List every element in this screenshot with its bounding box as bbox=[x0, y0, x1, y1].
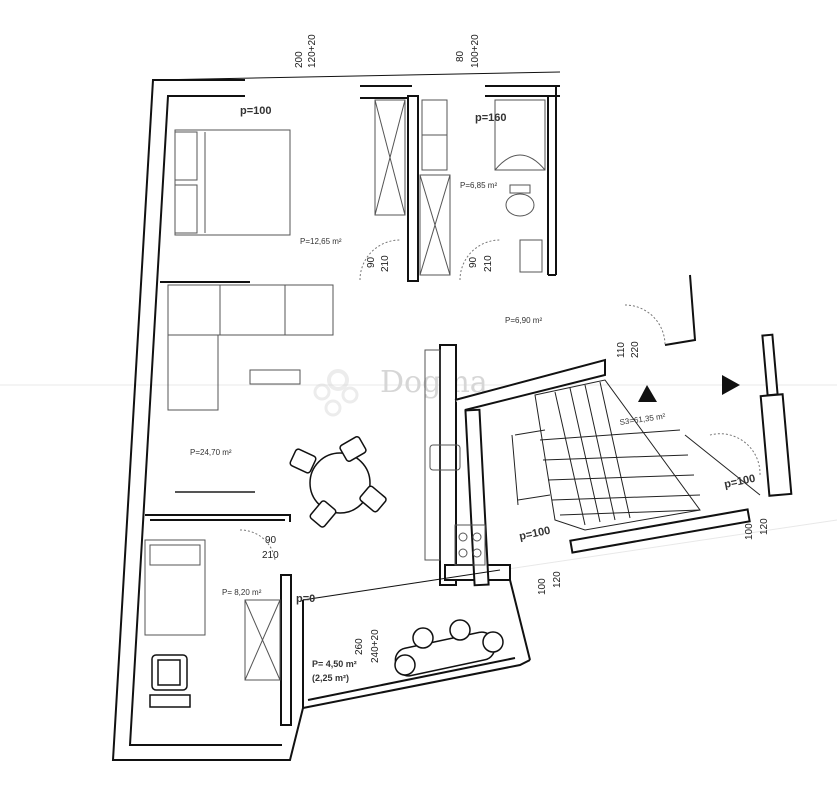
dim-stair-a: 100 bbox=[537, 578, 548, 595]
washer-icon bbox=[519, 239, 543, 273]
shower-icon bbox=[494, 99, 546, 171]
wardrobe-small-icon bbox=[244, 599, 281, 681]
single-bed-icon bbox=[144, 539, 281, 681]
bedroom-area-label: P=12,65 m² bbox=[300, 237, 342, 246]
double-bed-icon bbox=[174, 129, 291, 236]
dim-top-right-b: 100+20 bbox=[470, 34, 481, 68]
dim-door4-w: 90 bbox=[265, 535, 277, 546]
dining-table-icon bbox=[289, 436, 387, 528]
dim-door3-w: 110 bbox=[616, 342, 627, 358]
balcony-table-icon bbox=[394, 619, 504, 677]
dim-door4-h: 210 bbox=[262, 550, 279, 561]
dim-door2-h: 210 bbox=[483, 255, 494, 272]
balcony-half-area-label: (2,25 m²) bbox=[312, 673, 349, 683]
dim-top-right-a: 80 bbox=[455, 50, 466, 62]
bathroom-fixtures bbox=[419, 99, 546, 276]
watermark-text: Dogma bbox=[380, 365, 488, 400]
dim-top-left-b: 120+20 bbox=[307, 34, 318, 68]
dim-door2-w: 90 bbox=[468, 256, 479, 268]
dim-right-b: 120 bbox=[759, 518, 770, 535]
dim-door3-h: 220 bbox=[630, 341, 641, 358]
watermark-logo-icon bbox=[313, 369, 359, 417]
bedroom-door-label: p=100 bbox=[240, 105, 272, 117]
wardrobe-icon bbox=[374, 99, 406, 216]
hall-area-label: P=6,90 m² bbox=[505, 316, 542, 325]
stair-arrow-icon bbox=[722, 375, 740, 395]
dim-balcony-b: 240+20 bbox=[370, 629, 381, 663]
kitchen-counter-icon bbox=[424, 349, 486, 566]
small-bedroom-door-label: p=0 bbox=[296, 593, 315, 605]
sofa-icon bbox=[167, 284, 334, 411]
balcony-area-label: P= 4,50 m² bbox=[312, 659, 357, 669]
dim-door1-w: 90 bbox=[366, 256, 377, 268]
bathroom-area-label: P=6,85 m² bbox=[460, 181, 497, 190]
bathroom-door-label: p=160 bbox=[475, 112, 507, 124]
outer-walls bbox=[111, 71, 561, 761]
balcony-walls bbox=[302, 569, 531, 708]
stair-left-door-label: p=100 bbox=[518, 525, 551, 543]
dim-right-a: 100 bbox=[744, 523, 755, 540]
desk-chair-icon bbox=[149, 654, 191, 708]
stair-flight bbox=[511, 379, 761, 531]
dim-stair-b: 120 bbox=[552, 571, 563, 588]
toilet-icon bbox=[505, 193, 535, 217]
sink-icon bbox=[429, 444, 461, 471]
living-area-label: P=24,70 m² bbox=[190, 448, 232, 457]
dim-balcony-a: 260 bbox=[354, 638, 365, 655]
dim-top-left-a: 200 bbox=[294, 51, 305, 68]
door-swings bbox=[239, 239, 761, 561]
small-bedroom-area-label: P= 8,20 m² bbox=[222, 588, 262, 597]
interior-walls bbox=[145, 95, 793, 726]
stair-up-arrow-icon bbox=[638, 385, 657, 402]
stairwell-area-label: S3=61,35 m² bbox=[619, 412, 666, 427]
dim-door1-h: 210 bbox=[380, 255, 391, 272]
